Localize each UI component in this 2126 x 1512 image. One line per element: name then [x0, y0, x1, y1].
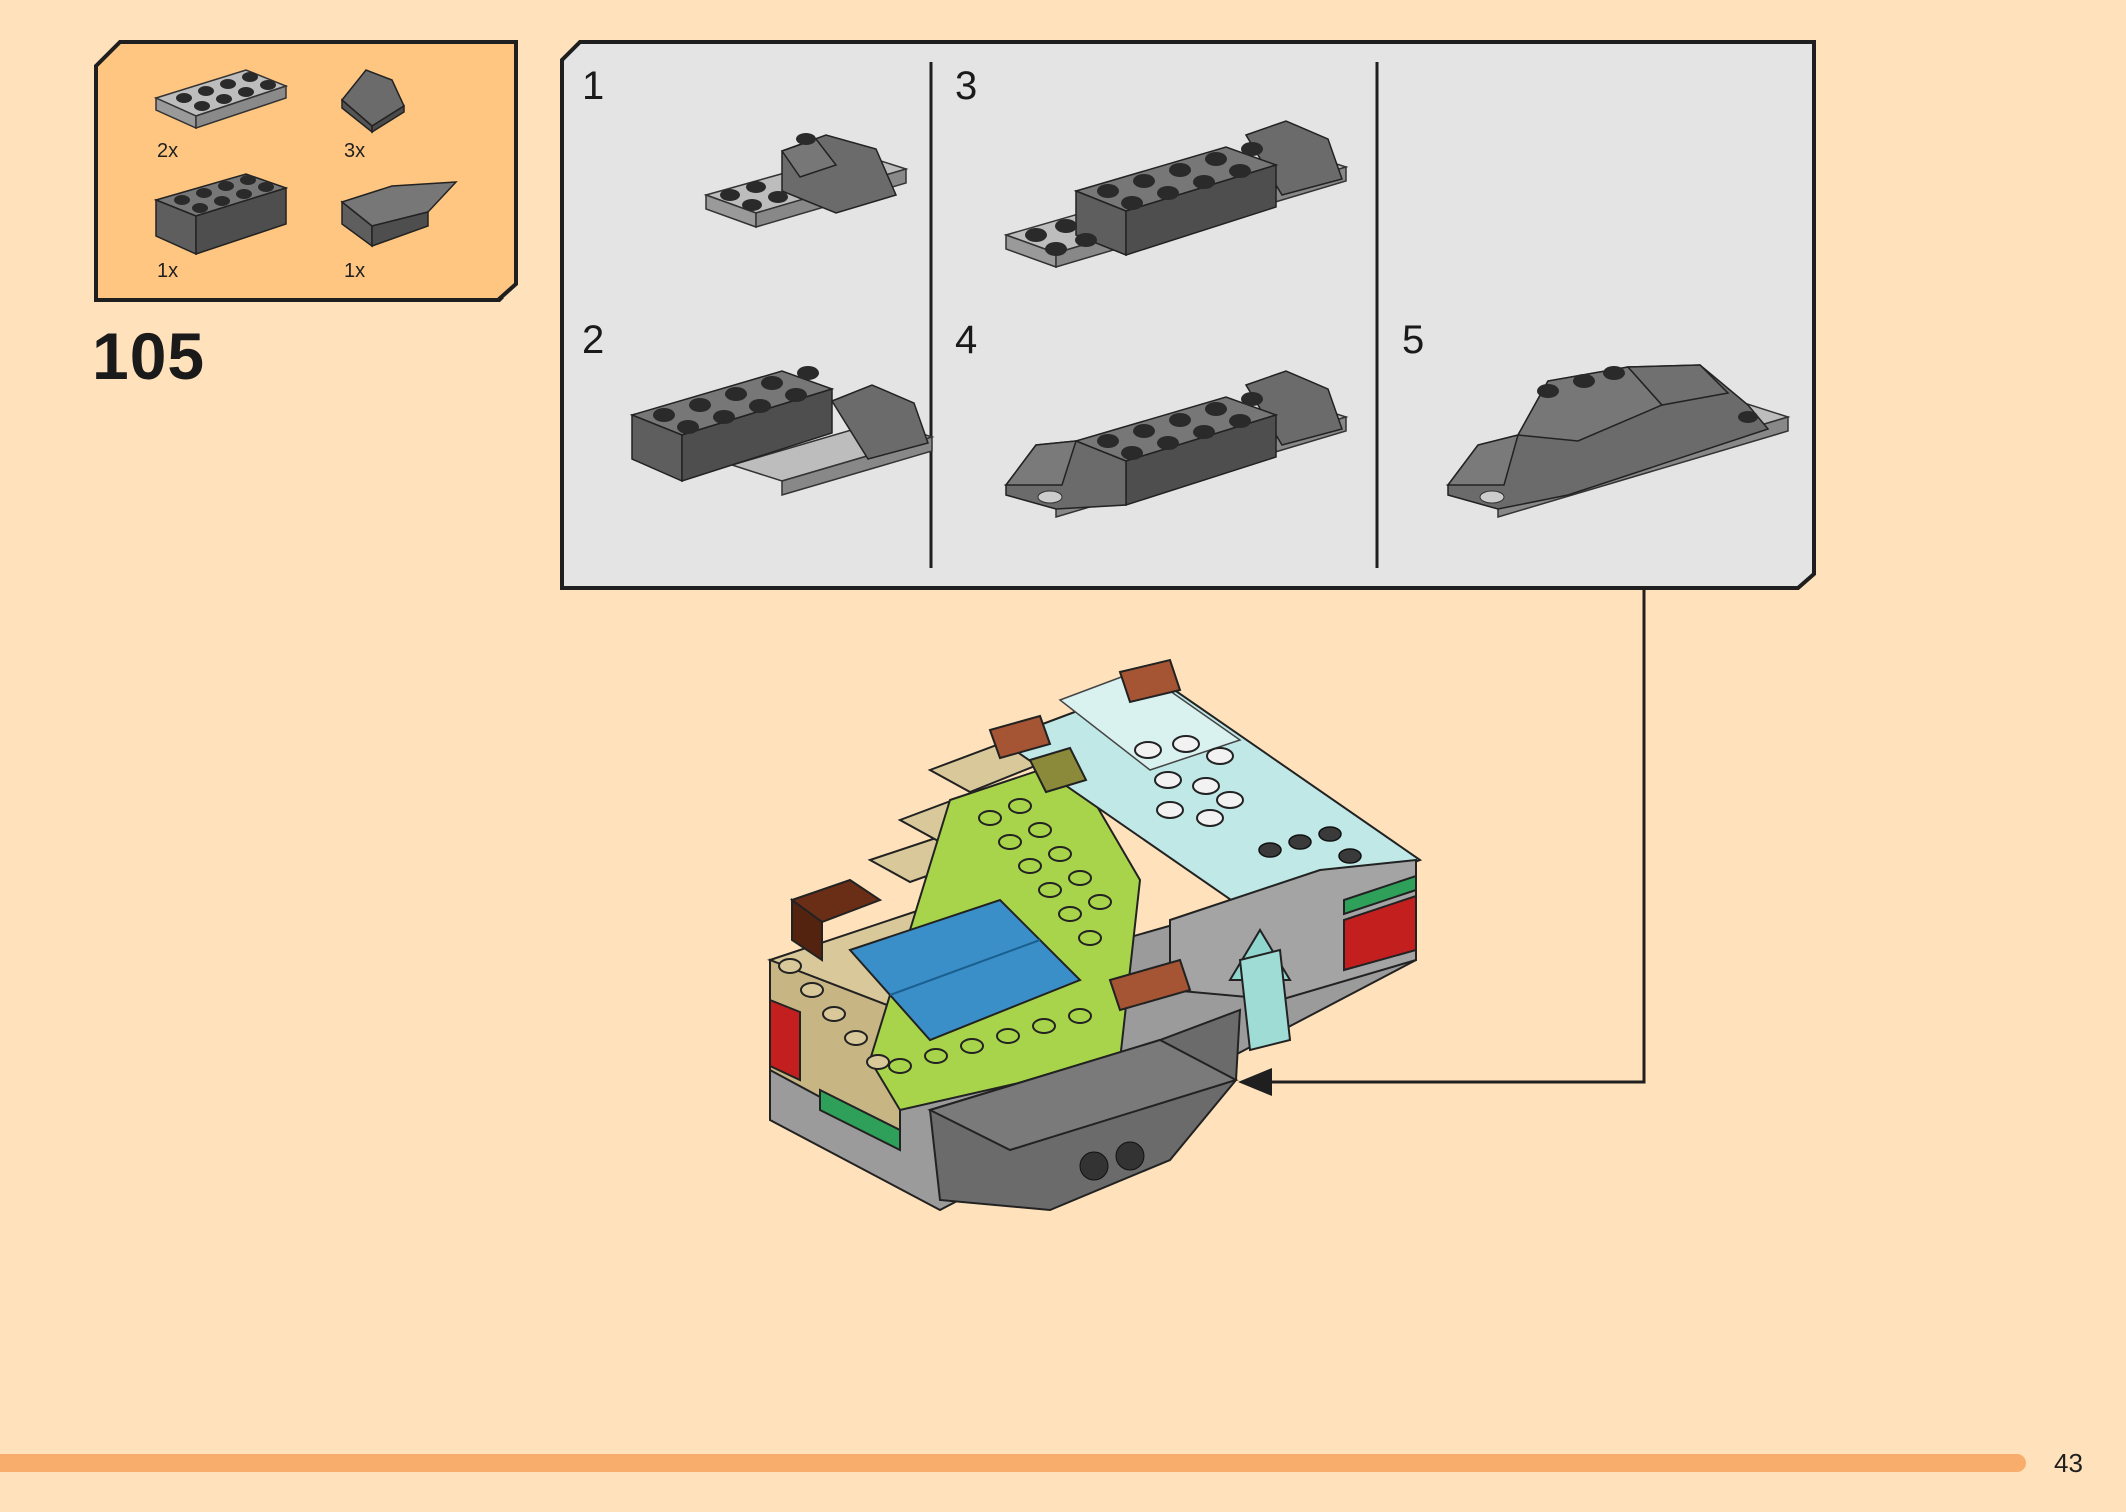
- part-qty: 1x: [157, 260, 179, 282]
- substep-label-1: 1: [582, 64, 605, 108]
- part-qty: 3x: [344, 140, 366, 162]
- page-number: 43: [2054, 1448, 2083, 1478]
- substep-label-5: 5: [1402, 318, 1425, 362]
- substep-2-illustration: [629, 366, 935, 497]
- substep-1-illustration: [703, 133, 909, 229]
- brick-2x4-icon: [153, 173, 289, 256]
- part-qty: 2x: [157, 140, 179, 162]
- substep-5-illustration: [1445, 364, 1791, 519]
- plate-2x4-icon: [153, 69, 289, 130]
- part-qty: 1x: [344, 260, 366, 282]
- substep-label-3: 3: [955, 64, 978, 108]
- parts-list-outline: [94, 40, 518, 302]
- substep-3-illustration: [1003, 120, 1349, 269]
- substep-label-4: 4: [955, 318, 978, 362]
- substep-label-2: 2: [582, 318, 605, 362]
- substep-4-illustration: [1003, 370, 1349, 519]
- slope-wedge-icon: [340, 69, 405, 134]
- footer-progress-bar: [0, 1454, 2026, 1472]
- wedge-plate-icon: [340, 181, 458, 248]
- step-number: 105: [92, 319, 206, 393]
- substep-panel: [560, 40, 1816, 590]
